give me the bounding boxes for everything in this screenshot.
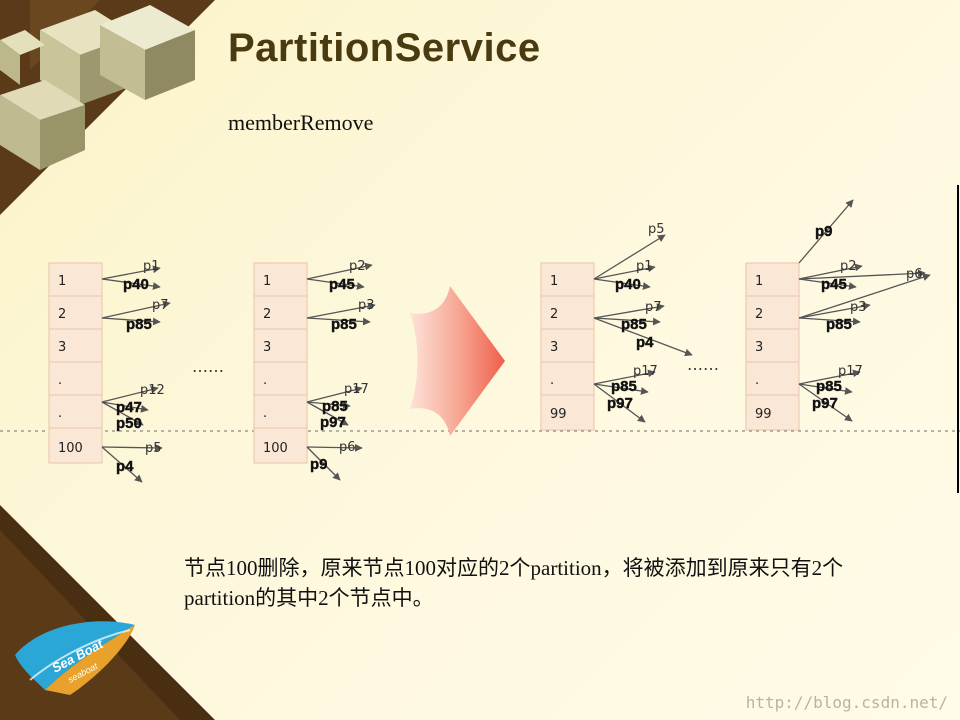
cell-label: . <box>755 373 759 388</box>
right-edge-line <box>957 185 959 493</box>
cell-label: 3 <box>755 340 763 355</box>
partition-label: p5 <box>648 222 665 237</box>
cell-label: 3 <box>550 340 558 355</box>
cell-label: 99 <box>550 407 567 422</box>
transition-arrow <box>410 286 505 436</box>
partition-label: p85 <box>816 378 842 395</box>
slide-subtitle: memberRemove <box>228 110 374 135</box>
before-node-column-1: 1 2 3 . . 100 p1 p40 p7 p85 p12 p47 p50 … <box>48 259 171 483</box>
partition-label: p6 <box>339 440 356 455</box>
cell-label: 2 <box>58 307 66 322</box>
cell-label: 100 <box>263 441 288 456</box>
partition-label: p1 <box>636 259 653 274</box>
partition-label: p7 <box>645 300 662 315</box>
partition-label: p45 <box>329 276 355 293</box>
partition-label: p2 <box>840 259 857 274</box>
cell-label: 3 <box>263 340 271 355</box>
partition-label: p45 <box>821 276 847 293</box>
partition-label: p85 <box>621 316 647 333</box>
partition-label: p9 <box>310 456 328 473</box>
partition-label: p47 <box>116 399 142 416</box>
cell-label: 2 <box>755 307 763 322</box>
cell-label: . <box>263 373 267 388</box>
decorative-logo-corner: Sea Boat seaboat <box>0 505 215 720</box>
partition-label: p17 <box>344 382 369 397</box>
cell-label: 1 <box>263 274 271 289</box>
before-node-column-2: 1 2 3 . . 100 p2 p45 p3 p85 p17 p85 p97 … <box>253 259 376 481</box>
cell-label: . <box>550 373 554 388</box>
partition-label: p97 <box>607 395 633 412</box>
partition-diagram: 1 2 3 . . 100 p1 p40 p7 p85 p12 p47 p50 … <box>0 199 960 483</box>
partition-label: p85 <box>126 316 152 333</box>
cell-label: 1 <box>550 274 558 289</box>
ellipsis-after: …… <box>687 355 719 374</box>
partition-label: p4 <box>116 458 134 475</box>
partition-label: p85 <box>611 378 637 395</box>
partition-label: p97 <box>812 395 838 412</box>
partition-label: p12 <box>140 383 165 398</box>
partition-label: p17 <box>838 364 863 379</box>
cell-label: 2 <box>550 307 558 322</box>
partition-label: p85 <box>322 398 348 415</box>
partition-label: p5 <box>145 441 162 456</box>
cell-label: 1 <box>755 274 763 289</box>
partition-label: p9 <box>815 223 833 240</box>
after-node-column-1: 1 2 3 . 99 p5 p1 p40 p7 p85 p4 p17 p85 p… <box>540 222 693 431</box>
partition-label: p85 <box>331 316 357 333</box>
partition-label: p1 <box>143 259 160 274</box>
partition-label: p3 <box>358 298 375 313</box>
cell-label: 1 <box>58 274 66 289</box>
cell-label: . <box>58 406 62 421</box>
partition-label: p17 <box>633 364 658 379</box>
partition-label: p4 <box>636 334 654 351</box>
partition-label: p85 <box>826 316 852 333</box>
cell-label: 100 <box>58 441 83 456</box>
partition-label: p97 <box>320 414 346 431</box>
partition-label: p40 <box>123 276 149 293</box>
ellipsis-before: …… <box>192 357 224 376</box>
watermark-url: http://blog.csdn.net/ <box>745 693 948 712</box>
partition-label: p50 <box>116 415 142 432</box>
cell-label: 99 <box>755 407 772 422</box>
partition-label: p2 <box>349 259 366 274</box>
partition-label: p7 <box>152 298 169 313</box>
partition-label: p3 <box>850 300 867 315</box>
decorative-cubes-corner <box>0 0 215 215</box>
cell-label: 3 <box>58 340 66 355</box>
cell-label: 2 <box>263 307 271 322</box>
after-node-column-2: 1 2 3 . 99 p9 p2 p45 p6 p3 p85 p17 p85 p… <box>745 199 931 431</box>
slide-title: PartitionService <box>228 26 541 70</box>
cell-label: . <box>263 406 267 421</box>
partition-label: p40 <box>615 276 641 293</box>
caption-text: 节点100删除，原来节点100对应的2个partition，将被添加到原来只有2… <box>184 556 844 610</box>
cell-label: . <box>58 373 62 388</box>
